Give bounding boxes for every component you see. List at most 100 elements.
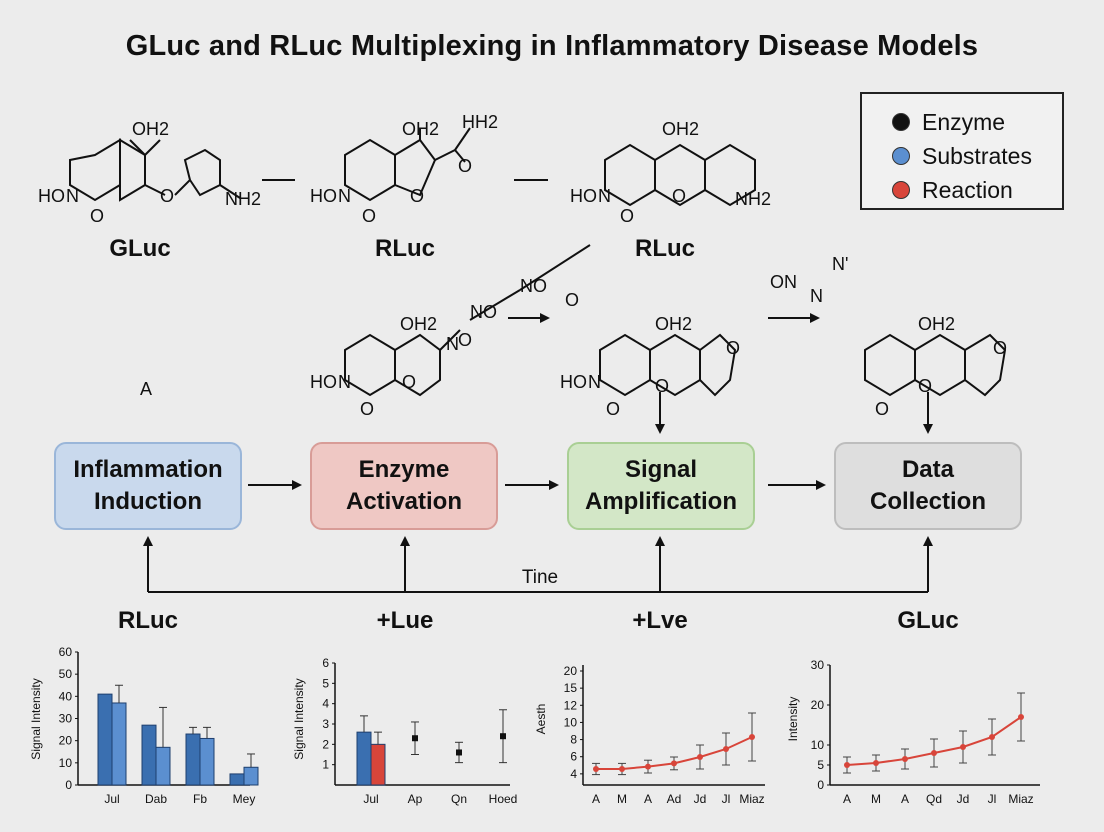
x-tick-label: Qd — [926, 792, 942, 806]
x-tick-label: Jul — [104, 792, 119, 806]
y-tick-label: 10 — [811, 738, 825, 752]
x-tick-label: Qn — [451, 792, 467, 806]
y-tick-label: 4 — [322, 697, 329, 711]
stage-label: Activation — [345, 488, 462, 515]
atom-label: O — [410, 186, 424, 206]
x-tick-label: A — [644, 792, 652, 806]
atom-label: NH2 — [735, 189, 771, 209]
y-tick-label: 10 — [59, 756, 73, 770]
stage-label: Enzyme — [358, 456, 450, 483]
atom-label: N — [338, 372, 351, 392]
molecule-mid-3 — [864, 333, 1007, 397]
x-tick-label: Jul — [363, 792, 378, 806]
y-axis-label: Intensity — [786, 697, 800, 742]
atom-label: HO — [310, 372, 337, 392]
y-tick-label: 4 — [570, 767, 577, 781]
atom-label: HO — [38, 186, 65, 206]
atom-label: ON — [770, 272, 797, 292]
data-point — [1018, 714, 1024, 720]
x-tick-label: Miaz — [739, 792, 764, 806]
atom-label: OH2 — [400, 314, 437, 334]
y-tick-label: 8 — [570, 733, 577, 747]
atom-label: O — [875, 399, 889, 419]
molecule-mid-2 — [599, 333, 737, 397]
atom-label: O — [160, 186, 174, 206]
atom-label: N — [66, 186, 79, 206]
atom-label: OH2 — [662, 119, 699, 139]
data-point — [619, 766, 625, 772]
y-tick-label: 2 — [322, 737, 329, 751]
atom-label: N — [338, 186, 351, 206]
legend-label: Reaction — [922, 176, 1013, 203]
atom-label: O — [918, 376, 932, 396]
bar — [199, 737, 215, 786]
data-point — [697, 754, 703, 760]
atom-label: O — [90, 206, 104, 226]
x-tick-label: A — [843, 792, 851, 806]
stage-label: Signal — [624, 456, 697, 483]
stage-label: Inflammation — [73, 456, 223, 483]
y-axis-label: Signal Intensity — [292, 678, 306, 759]
legend-label: Substrates — [922, 142, 1032, 169]
atom-label: O — [458, 156, 472, 176]
atom-label: O — [726, 338, 740, 358]
panel-letter: A — [140, 379, 152, 399]
chart-label-gluc: GLuc — [897, 607, 959, 634]
atom-label: O — [655, 376, 669, 396]
atom-label: O — [458, 330, 472, 350]
legend-swatch-enzyme — [892, 113, 910, 131]
y-tick-label: 15 — [564, 681, 578, 695]
bar — [356, 731, 372, 786]
data-point — [989, 734, 995, 740]
data-point — [749, 734, 755, 740]
y-tick-label: 20 — [564, 664, 578, 678]
atom-label: HO — [560, 372, 587, 392]
stage-label: Amplification — [584, 488, 737, 515]
data-point — [873, 760, 879, 766]
chart-3 — [580, 665, 765, 786]
bar — [111, 702, 127, 786]
atom-label: NH2 — [225, 189, 261, 209]
x-tick-label: Jd — [694, 792, 707, 806]
data-point — [671, 760, 677, 767]
bar — [141, 724, 157, 786]
x-tick-label: Jd — [957, 792, 970, 806]
data-point — [593, 766, 599, 772]
y-tick-label: 12 — [564, 698, 578, 712]
atom-label: HH2 — [462, 112, 498, 132]
x-tick-label: Ad — [667, 792, 682, 806]
atom-label: N — [446, 334, 459, 354]
y-axis-label: Aesth — [534, 704, 548, 735]
data-point — [902, 756, 908, 762]
chart-2 — [332, 662, 510, 786]
atom-label: N — [810, 286, 823, 306]
legend-item-reaction: Reaction — [892, 175, 1013, 205]
chart-4 — [827, 664, 1040, 786]
bar — [243, 766, 259, 786]
legend-swatch-substrates — [892, 147, 910, 165]
x-tick-label: M — [871, 792, 881, 806]
data-point — [931, 750, 937, 756]
atom-label: N' — [832, 254, 848, 274]
atom-label: NO — [520, 276, 547, 296]
y-tick-label: 30 — [811, 658, 825, 672]
atom-label: NO — [470, 302, 497, 322]
data-point — [960, 744, 966, 750]
x-tick-label: Jl — [988, 792, 997, 806]
x-tick-label: Miaz — [1008, 792, 1033, 806]
atom-label: O — [672, 186, 686, 206]
atom-label: O — [360, 399, 374, 419]
x-tick-label: M — [617, 792, 627, 806]
molecule-name: RLuc — [375, 235, 435, 262]
bar — [370, 743, 386, 786]
x-tick-label: Dab — [145, 792, 167, 806]
y-tick-label: 6 — [322, 656, 329, 670]
y-tick-label: 5 — [322, 676, 329, 690]
atom-label: O — [620, 206, 634, 226]
chart-label-lve: +Lve — [632, 607, 688, 634]
molecule-rluc-2 — [604, 143, 756, 207]
